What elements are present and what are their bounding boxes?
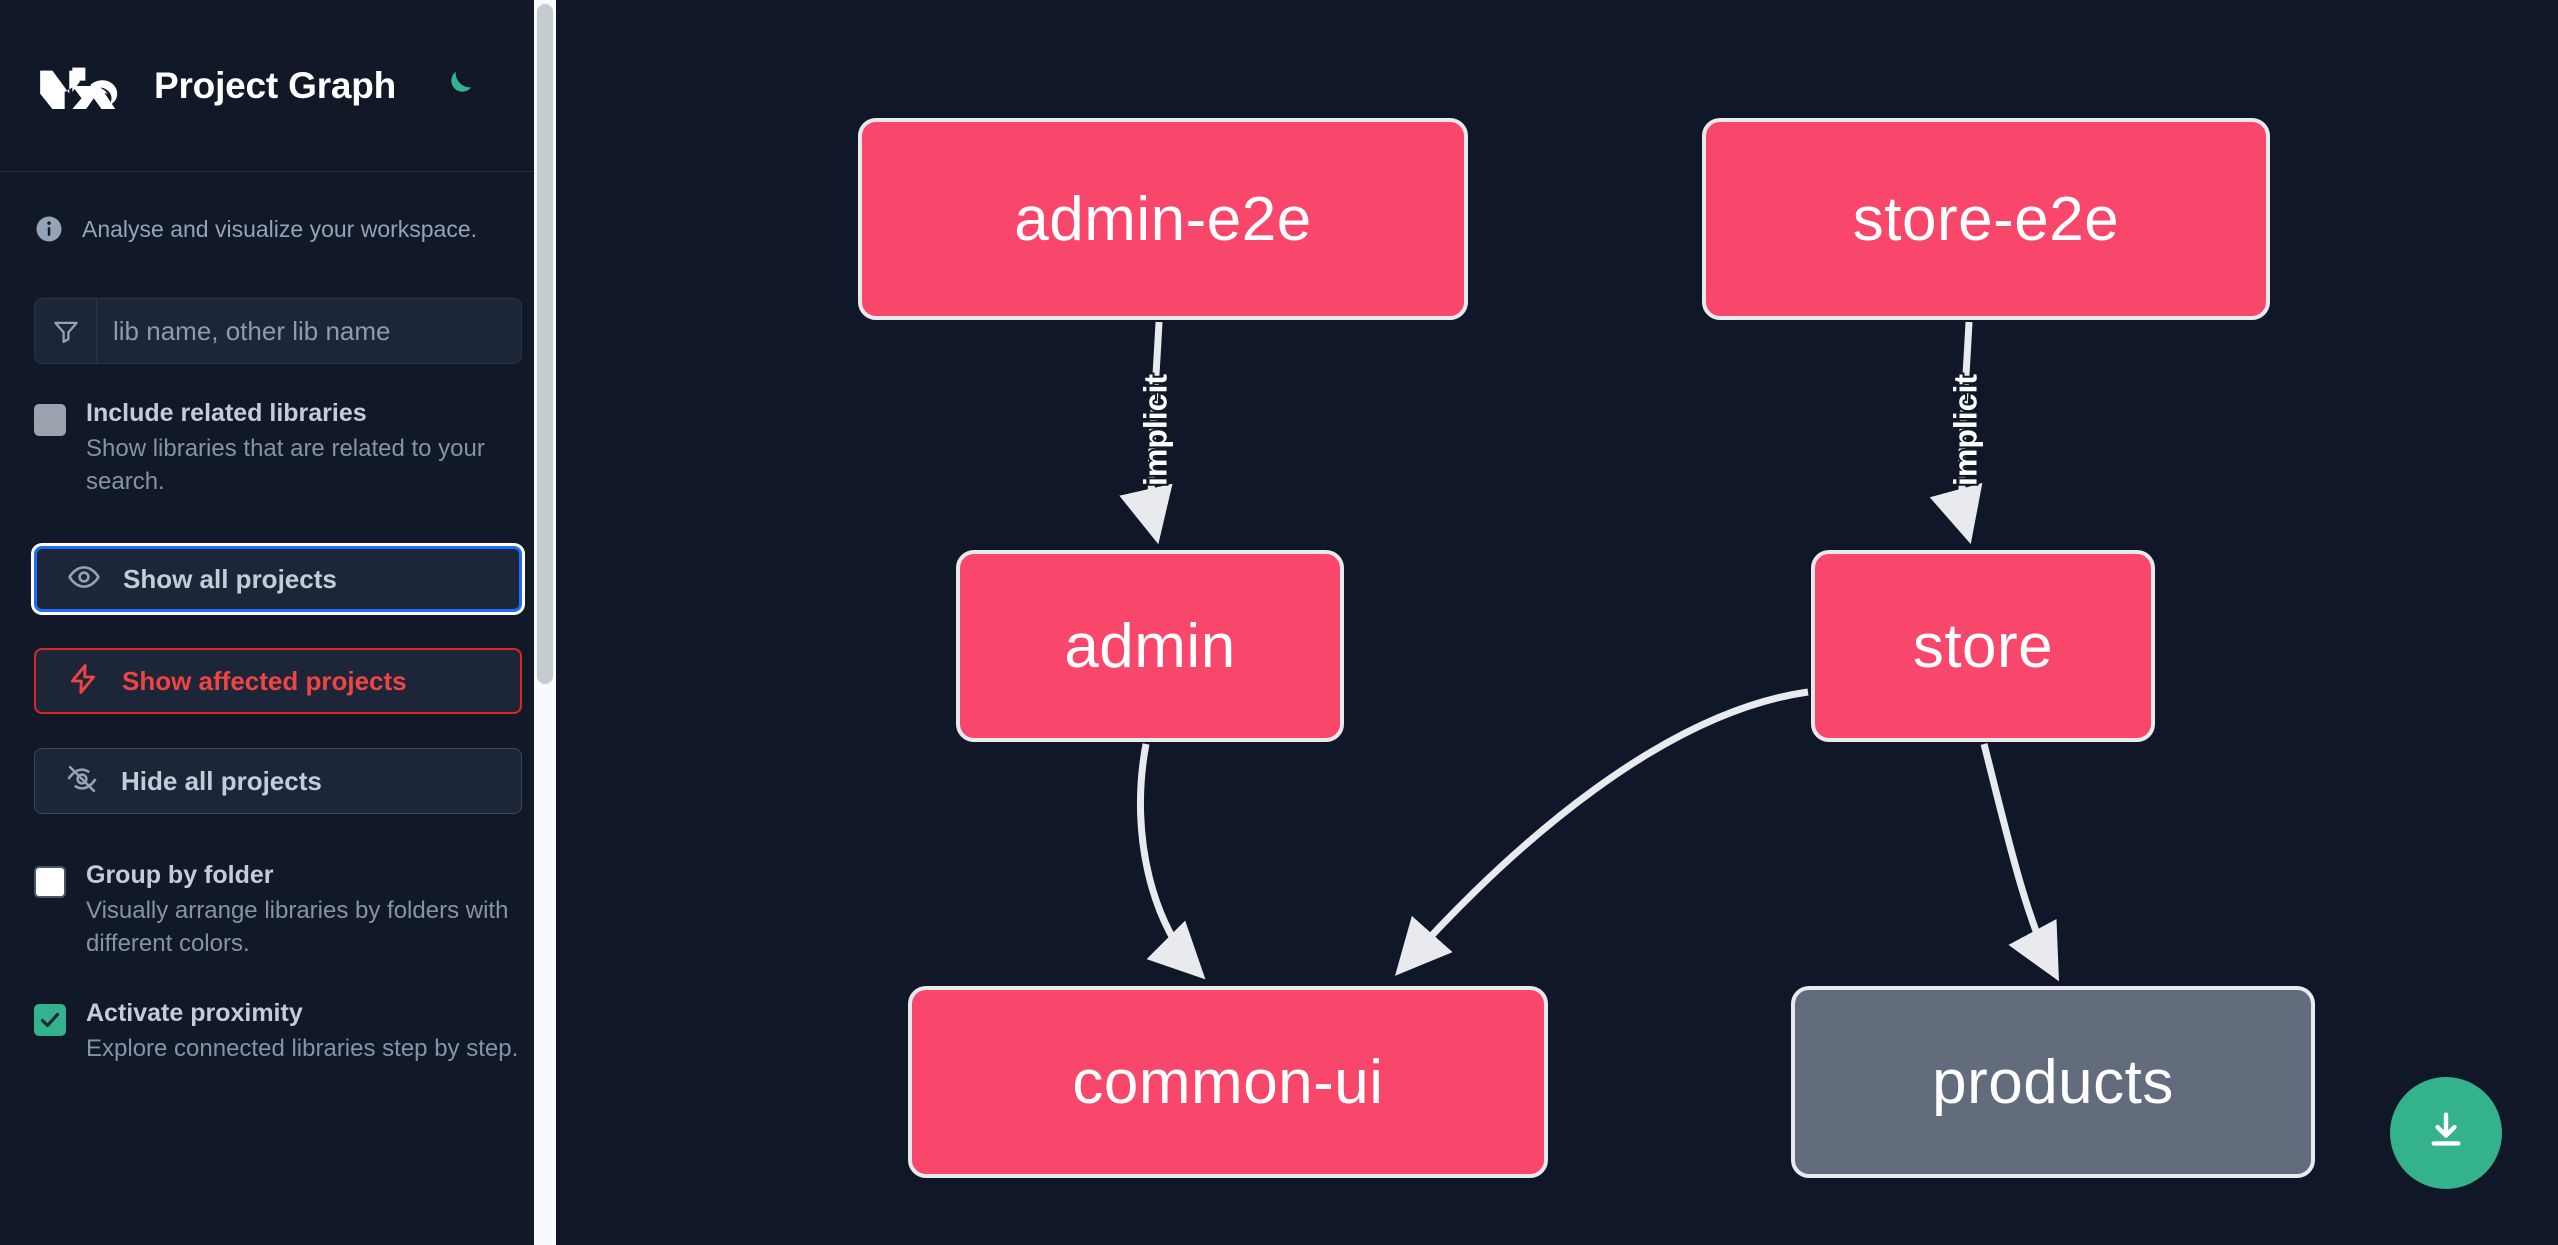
sidebar-scrollbar[interactable] [534, 0, 556, 1245]
moon-icon[interactable] [432, 61, 482, 111]
eye-off-icon [65, 762, 99, 801]
sidebar: Project Graph Analyse and visualize your… [0, 0, 556, 1245]
include-related-libraries-checkbox[interactable] [34, 404, 66, 436]
sidebar-info: Analyse and visualize your workspace. [0, 172, 556, 244]
edge-store-to-products [1980, 743, 2059, 982]
group-by-folder-description: Visually arrange libraries by folders wi… [86, 897, 509, 958]
graph-canvas[interactable]: implicit implicit admin-e2e store-e2e ad… [556, 0, 2558, 1245]
edge-admin-to-common-ui [1137, 743, 1206, 980]
include-related-libraries-label: Include related libraries [86, 399, 367, 427]
group-by-folder-label: Group by folder [86, 861, 274, 890]
graph-node-common-ui[interactable]: common-ui [908, 986, 1548, 1178]
search-input[interactable] [97, 299, 521, 363]
graph-node-label: admin-e2e [1014, 184, 1312, 254]
filter-icon [35, 299, 97, 363]
edge-label-implicit-admin: implicit [1137, 374, 1173, 486]
lightning-icon [66, 662, 100, 701]
checkbox-row-include-related-libraries[interactable]: Include related libraries Show libraries… [0, 398, 556, 498]
eye-icon [67, 560, 101, 599]
graph-node-admin[interactable]: admin [956, 550, 1344, 742]
show-affected-projects-label: Show affected projects [122, 665, 407, 696]
checkbox-row-activate-proximity[interactable]: Activate proximity Explore connected lib… [0, 998, 556, 1065]
search-field[interactable] [34, 298, 522, 364]
activate-proximity-label: Activate proximity [86, 999, 303, 1028]
graph-node-products[interactable]: products [1791, 986, 2315, 1178]
show-affected-projects-button[interactable]: Show affected projects [34, 648, 522, 715]
graph-node-store[interactable]: store [1811, 550, 2155, 742]
graph-node-store-e2e[interactable]: store-e2e [1702, 118, 2270, 320]
activate-proximity-checkbox[interactable] [34, 1004, 66, 1037]
sidebar-info-text: Analyse and visualize your workspace. [82, 215, 478, 242]
graph-node-label: admin [1064, 611, 1236, 681]
nx-logo-icon [34, 57, 126, 115]
sidebar-header: Project Graph [0, 0, 556, 172]
download-button[interactable] [2390, 1077, 2502, 1189]
checkbox-row-group-by-folder[interactable]: Group by folder Visually arrange librari… [0, 860, 556, 960]
group-by-folder-checkbox[interactable] [34, 866, 66, 899]
include-related-libraries-description: Show libraries that are related to your … [86, 435, 485, 496]
graph-edges: implicit implicit [1119, 321, 2059, 982]
hide-all-projects-button[interactable]: Hide all projects [34, 748, 522, 815]
edge-admin-e2e-to-admin [1119, 321, 1173, 545]
page-title: Project Graph [154, 64, 397, 106]
download-icon [2423, 1108, 2469, 1159]
show-all-projects-button[interactable]: Show all projects [34, 546, 522, 613]
info-icon [34, 214, 64, 244]
edge-store-e2e-to-store [1929, 321, 1983, 545]
hide-all-projects-label: Hide all projects [121, 765, 322, 796]
sidebar-scrollbar-thumb[interactable] [537, 4, 553, 684]
graph-node-admin-e2e[interactable]: admin-e2e [858, 118, 1468, 320]
show-all-projects-label: Show all projects [123, 563, 337, 594]
edge-label-implicit-store: implicit [1947, 374, 1983, 486]
edge-store-to-common-ui [1395, 688, 1809, 976]
activate-proximity-description: Explore connected libraries step by step… [86, 1035, 519, 1063]
graph-node-label: store [1912, 611, 2054, 681]
graph-node-label: store-e2e [1852, 184, 2120, 254]
graph-node-label: products [1932, 1047, 2174, 1117]
graph-node-label: common-ui [1072, 1047, 1384, 1117]
